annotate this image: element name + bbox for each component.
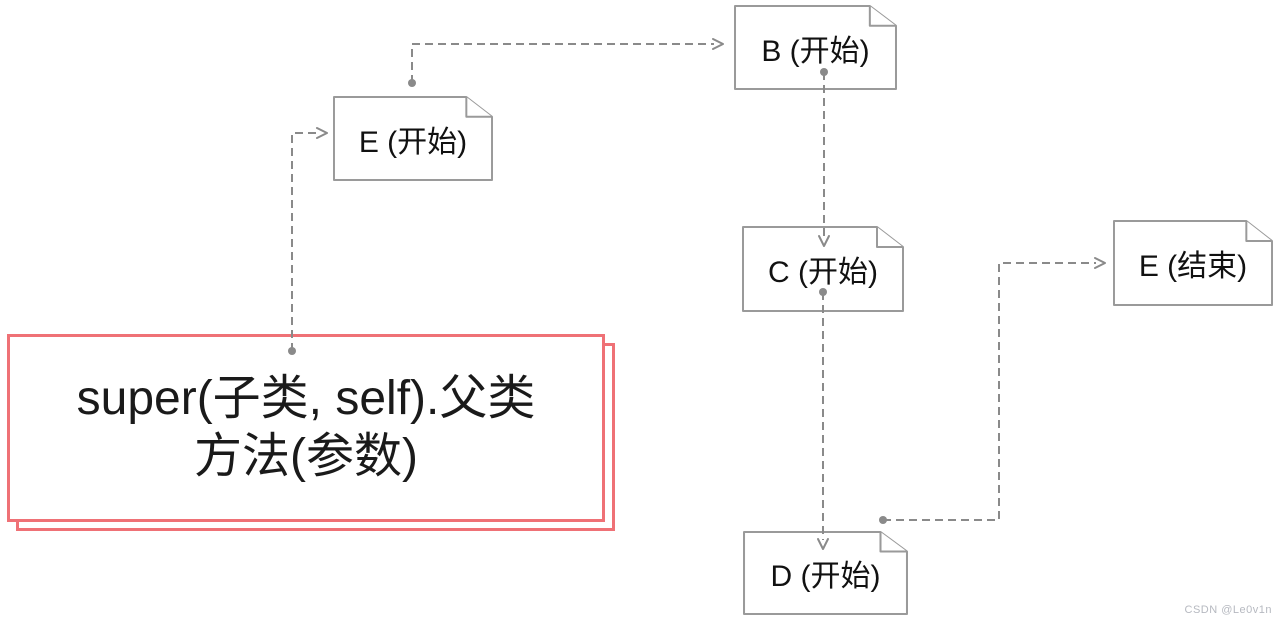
note-shape	[333, 96, 493, 181]
connector-b-to-c	[818, 68, 830, 247]
node-label: B (开始)	[761, 34, 870, 68]
note-shape	[734, 5, 897, 90]
annotation-box: super(子类, self).父类 方法(参数)	[7, 334, 605, 522]
connector-c-to-d	[817, 288, 829, 550]
node-d-start: D (开始)	[743, 531, 908, 615]
connector-e-start-to-b	[408, 38, 724, 87]
annotation-line-1: super(子类, self).父类	[76, 372, 536, 425]
annotation-line-2: 方法(参数)	[194, 430, 418, 483]
node-c-start: C (开始)	[742, 226, 904, 312]
note-shape	[1113, 220, 1273, 306]
node-label: D (开始)	[770, 560, 881, 593]
node-e-start: E (开始)	[333, 96, 493, 181]
connector-d-to-e-end	[879, 257, 1106, 524]
node-label: E (结束)	[1138, 250, 1248, 283]
note-shape	[743, 531, 908, 615]
node-label: E (开始)	[358, 125, 468, 159]
node-e-end: E (结束)	[1113, 220, 1273, 306]
watermark: CSDN @Le0v1n	[1184, 604, 1272, 616]
node-label: C (开始)	[768, 256, 878, 289]
node-b-start: B (开始)	[734, 5, 897, 90]
connector-annotation-to-e-start	[288, 127, 328, 355]
